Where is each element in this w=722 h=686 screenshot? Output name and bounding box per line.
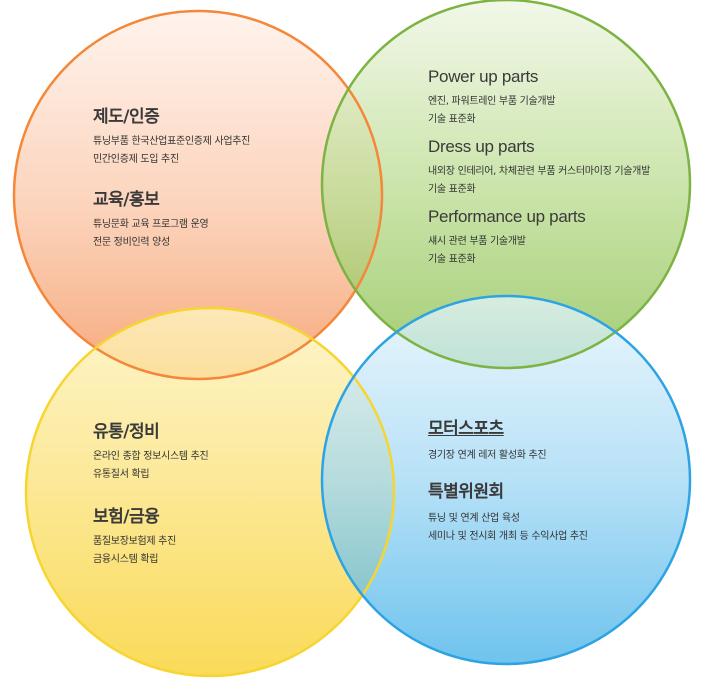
section-title: 교육/홍보 — [93, 190, 160, 210]
section-line: 엔진, 파워트레인 부품 기술개발 — [428, 96, 556, 107]
section-line: 세미나 및 전시회 개최 등 수익사업 추진 — [428, 531, 588, 542]
section-line: 유통질서 확립 — [93, 469, 150, 480]
circle-blue-outline — [320, 294, 692, 666]
section-title: 보험/금융 — [93, 507, 160, 527]
orange-content: 제도/인증 튜닝부품 한국산업표준인증제 사업추진 민간인증제 도입 추진 교육… — [93, 102, 250, 252]
section-line: 튜닝 및 연계 산업 육성 — [428, 513, 520, 524]
circle-green — [322, 0, 690, 368]
section-title: 제도/인증 — [93, 107, 160, 127]
circle-orange-outline — [12, 9, 384, 381]
section-title: Power up parts — [428, 67, 539, 86]
section-line: 기술 표준화 — [428, 184, 476, 195]
section-line: 기술 표준화 — [428, 114, 476, 125]
section-line: 기술 표준화 — [428, 254, 476, 265]
section-line: 민간인증제 도입 추진 — [93, 154, 179, 165]
section-line: 전문 정비인력 양성 — [93, 237, 170, 248]
section-line: 튜닝문화 교육 프로그램 운영 — [93, 219, 209, 230]
section-title: Performance up parts — [428, 207, 586, 226]
green-content: Power up parts 엔진, 파워트레인 부품 기술개발 기술 표준화 … — [428, 67, 650, 269]
circle-blue — [322, 296, 690, 664]
circle-yellow-outline — [24, 306, 396, 678]
yellow-content: 유통/정비 온라인 종합 정보시스템 추진 유통질서 확립 보험/금융 품질보장… — [93, 417, 209, 569]
section-line: 금융시스템 확립 — [93, 554, 159, 565]
circle-green-outline — [320, 0, 692, 370]
section-line: 온라인 종합 정보시스템 추진 — [93, 451, 209, 462]
circle-yellow — [26, 308, 394, 676]
circle-orange — [14, 11, 382, 379]
section-title: 특별위원회 — [428, 482, 504, 502]
section-title: 유통/정비 — [93, 422, 160, 442]
section-line: 내외장 인테리어, 차체관련 부품 커스터마이징 기술개발 — [428, 166, 650, 177]
blue-content: 모터스포츠 경기장 연계 레저 활성화 추진 특별위원회 튜닝 및 연계 산업 … — [428, 414, 588, 546]
section-line: 경기장 연계 레저 활성화 추진 — [428, 450, 547, 461]
section-title: Dress up parts — [428, 137, 535, 156]
section-line: 튜닝부품 한국산업표준인증제 사업추진 — [93, 136, 251, 147]
section-line: 품질보장보험제 추진 — [93, 536, 176, 547]
section-title: 모터스포츠 — [428, 419, 504, 439]
section-line: 섀시 관련 부품 기술개발 — [428, 236, 526, 247]
